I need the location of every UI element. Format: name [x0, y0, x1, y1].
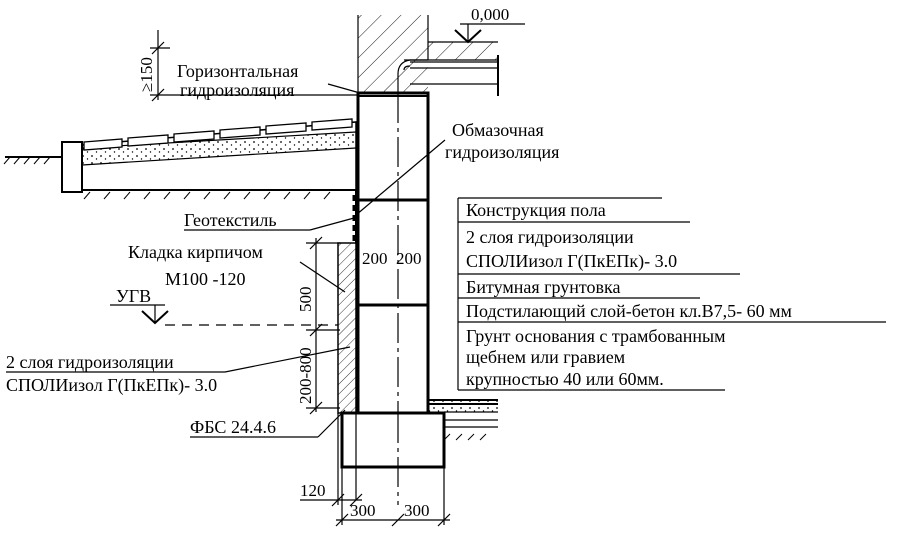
dimension-200-800: 200-800: [296, 347, 315, 404]
footing: [340, 411, 446, 505]
horizontal-waterproofing-callout: Горизонтальная гидроизоляция: [177, 61, 361, 100]
upper-wall: [357, 15, 429, 93]
elevation-marker: 0,000: [454, 5, 525, 44]
waterproofing-layers-callout: 2 слоя гидроизоляции СПОЛИизол Г(ПкЕПк)-…: [6, 346, 351, 396]
coating-waterproofing-label-2: гидроизоляция: [445, 142, 559, 162]
brick-masonry: [337, 190, 357, 414]
fbs-block-callout: ФБС 24.4.6: [190, 409, 346, 438]
min-height-value: ≥150: [137, 57, 156, 92]
floor-layer-4-line-3: крупностью 40 или 60мм.: [466, 369, 664, 389]
brick-masonry-callout: Кладка кирпичом М100 -120: [128, 242, 346, 293]
dimension-500: 500: [296, 287, 315, 313]
waterproofing-layers-label-2: СПОЛИизол Г(ПкЕПк)- 3.0: [6, 375, 217, 396]
floor-layer-4-line-2: щебнем или гравием: [466, 347, 625, 367]
waterproofing-layers-label-1: 2 слоя гидроизоляции: [6, 352, 174, 372]
fbs-block-label: ФБС 24.4.6: [190, 417, 276, 437]
groundwater-marker: УГВ: [110, 286, 338, 326]
horizontal-waterproofing-label-1: Горизонтальная: [177, 61, 298, 81]
geotextile-callout: Геотекстиль: [184, 210, 355, 231]
floor-layer-1-line-1: 2 слоя гидроизоляции: [466, 227, 634, 247]
floor-construction: [428, 399, 498, 441]
floor-layer-3: Подстилающий слой-бетон кл.В7,5- 60 мм: [466, 301, 792, 321]
floor-layer-1-line-2: СПОЛИизол Г(ПкЕПк)- 3.0: [466, 251, 677, 272]
dimension-120: 120: [300, 481, 326, 500]
wall-width-dimensions: 200 200: [362, 249, 422, 268]
dimension-base-right: 300: [404, 501, 430, 520]
coating-waterproofing-callout: Обмазочная гидроизоляция: [355, 120, 559, 216]
floor-layer-2: Битумная грунтовка: [466, 277, 621, 297]
masonry-dimensions: 500 200-800: [296, 236, 340, 415]
floor-slab: [397, 41, 499, 96]
bottom-dimensions: 120 300 300: [300, 413, 451, 527]
brick-masonry-label-2: М100 -120: [165, 269, 246, 289]
geotextile-label: Геотекстиль: [184, 210, 277, 230]
floor-layer-4-line-1: Грунт основания с трамбованным: [466, 326, 726, 346]
floor-spec-title: Конструкция пола: [466, 200, 606, 220]
elevation-value: 0,000: [471, 5, 509, 24]
dimension-wall-right: 200: [396, 249, 422, 268]
brick-masonry-label-1: Кладка кирпичом: [128, 242, 263, 262]
horizontal-waterproofing-label-2: гидроизоляция: [180, 80, 294, 100]
dimension-base-left: 300: [350, 501, 376, 520]
min-height-dimension: ≥150: [137, 30, 358, 102]
dimension-wall-left: 200: [362, 249, 388, 268]
coating-waterproofing-label-1: Обмазочная: [452, 120, 544, 140]
blind-area: [3, 118, 357, 200]
groundwater-label: УГВ: [116, 286, 151, 306]
floor-spec: Конструкция пола 2 слоя гидроизоляции СП…: [457, 197, 886, 391]
